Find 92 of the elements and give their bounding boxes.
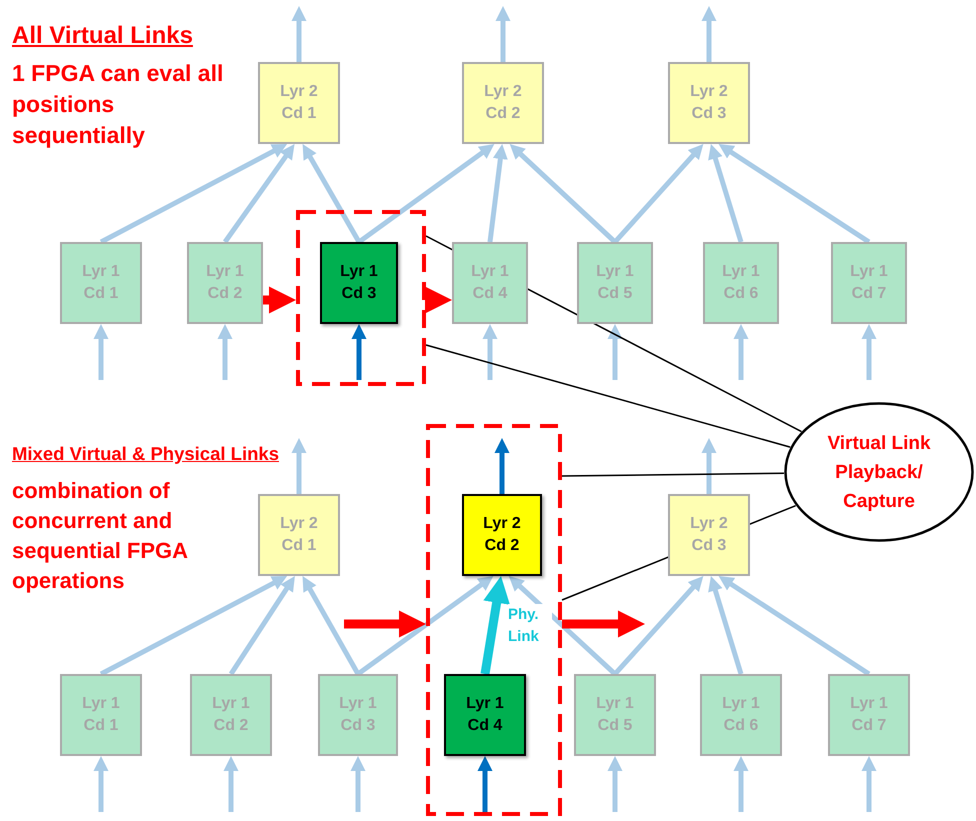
arrow xyxy=(425,286,452,314)
node-label: Lyr 2 Cd 2 xyxy=(482,514,522,556)
process-box xyxy=(190,674,272,756)
arrow xyxy=(496,6,510,62)
note-text: 1 FPGA can eval all positions sequentially xyxy=(12,59,224,150)
dashed-boundary xyxy=(426,424,562,816)
arrow xyxy=(734,324,748,380)
arrow xyxy=(358,144,494,244)
node-label: Lyr 1 Cd 1 xyxy=(81,262,121,304)
arrow xyxy=(478,756,492,812)
arrow xyxy=(350,756,366,812)
process-box xyxy=(258,494,340,576)
arrow xyxy=(708,576,744,675)
node-label: Virtual Link Playback/ Capture xyxy=(826,432,932,514)
arrow xyxy=(608,324,622,380)
node-label: Lyr 2 Cd 3 xyxy=(689,82,729,124)
arrow xyxy=(94,756,108,812)
section-heading: Mixed Virtual & Physical Links xyxy=(12,442,280,466)
node-label: Lyr 1 Cd 6 xyxy=(721,262,761,304)
node-label: Lyr 1 Cd 5 xyxy=(595,262,635,304)
process-box xyxy=(668,494,750,576)
arrow xyxy=(302,144,362,244)
arrow xyxy=(862,756,876,812)
process-box xyxy=(574,674,656,756)
arrow xyxy=(352,324,366,380)
node-label: Lyr 2 Cd 3 xyxy=(689,514,729,556)
node-label: Lyr 1 Cd 4 xyxy=(470,262,510,304)
process-box xyxy=(452,242,528,324)
process-box xyxy=(60,242,142,324)
node-label: Lyr 1 Cd 6 xyxy=(721,694,761,736)
callout-ellipse xyxy=(784,402,974,542)
process-box xyxy=(700,674,782,756)
arrow xyxy=(718,576,870,676)
arrow xyxy=(356,576,494,676)
node-label: Lyr 1 Cd 7 xyxy=(849,694,889,736)
arrow xyxy=(613,144,704,244)
arrow xyxy=(562,610,645,638)
arrow xyxy=(510,144,617,244)
arrow xyxy=(224,756,238,812)
arrow xyxy=(494,438,510,494)
leader-line xyxy=(426,344,790,448)
process-box xyxy=(828,674,910,756)
process-box xyxy=(462,494,542,576)
arrow xyxy=(718,144,870,244)
arrow xyxy=(702,6,716,62)
arrow xyxy=(608,756,622,812)
node-label: Lyr 1 Cd 1 xyxy=(81,694,121,736)
arrow xyxy=(263,286,296,314)
arrow xyxy=(218,324,232,380)
process-box xyxy=(703,242,779,324)
dashed-boundary xyxy=(296,210,426,386)
node-label: Lyr 1 Cd 7 xyxy=(849,262,889,304)
arrow xyxy=(734,756,748,812)
node-label: Lyr 2 Cd 1 xyxy=(279,82,319,124)
process-box xyxy=(577,242,653,324)
process-box xyxy=(318,674,398,756)
node-label: Lyr 1 Cd 3 xyxy=(339,262,379,304)
node-label: Lyr 2 Cd 2 xyxy=(483,82,523,124)
arrow xyxy=(222,144,295,244)
leader-line xyxy=(562,472,784,477)
arrow xyxy=(292,6,306,62)
process-box xyxy=(320,242,398,324)
arrow xyxy=(100,144,288,244)
node-label: Lyr 1 Cd 4 xyxy=(465,694,505,736)
arrow xyxy=(344,610,426,638)
process-box xyxy=(831,242,907,324)
note-text: combination of concurrent and sequential FPGA operations xyxy=(12,477,188,595)
arrow xyxy=(488,144,508,242)
arrow xyxy=(292,438,306,494)
node-label: Lyr 1 Cd 5 xyxy=(595,694,635,736)
node-label: Lyr 2 Cd 1 xyxy=(279,514,319,556)
process-box xyxy=(258,62,340,144)
arrow xyxy=(702,438,716,494)
arrow xyxy=(94,324,108,380)
arrow xyxy=(862,324,876,380)
arrow xyxy=(508,576,617,676)
arrow xyxy=(708,144,744,243)
section-heading: All Virtual Links xyxy=(12,21,194,51)
arrow xyxy=(228,576,295,676)
node-label: Lyr 1 Cd 2 xyxy=(211,694,251,736)
node-label: Lyr 1 Cd 3 xyxy=(338,694,378,736)
process-box xyxy=(60,674,142,756)
arrow xyxy=(613,576,704,676)
arrow xyxy=(480,576,510,675)
process-box xyxy=(462,62,544,144)
process-box xyxy=(187,242,263,324)
node-label: Lyr 1 Cd 2 xyxy=(205,262,245,304)
arrow xyxy=(302,576,360,676)
arrow xyxy=(482,324,498,380)
process-box xyxy=(444,674,526,756)
process-box xyxy=(668,62,750,144)
arrow xyxy=(100,576,288,676)
